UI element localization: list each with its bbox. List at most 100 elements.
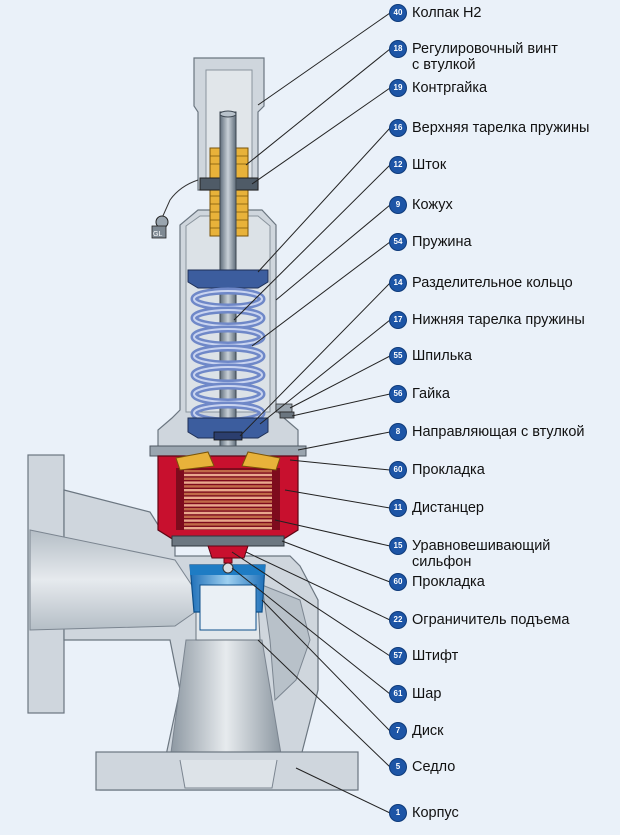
bellows-fold xyxy=(184,511,272,515)
leader-line xyxy=(295,767,391,814)
callout-label: Шар xyxy=(412,686,442,702)
callout: 60 Прокладка xyxy=(390,574,485,590)
callout-number-badge: 17 xyxy=(390,312,406,328)
callout-number-badge: 54 xyxy=(390,234,406,250)
callout-label: Седло xyxy=(412,759,456,775)
callout: 40 Колпак H2 xyxy=(390,5,481,21)
spring xyxy=(190,287,266,425)
bellows-fold xyxy=(184,519,272,522)
callout-label: Гайка xyxy=(412,386,450,402)
lift-stop xyxy=(207,545,249,559)
callout-label: Ограничитель подъема xyxy=(412,612,570,628)
callout-number-badge: 56 xyxy=(390,386,406,402)
callout-label: Уравновешивающий сильфон xyxy=(412,538,551,570)
callout-label: Пружина xyxy=(412,234,472,250)
callout: 61 Шар xyxy=(390,686,441,702)
bellows-fold xyxy=(184,481,272,484)
seal-tag-text: GL xyxy=(153,231,162,238)
callout: 9 Кожух xyxy=(390,197,453,213)
callout-label: Прокладка xyxy=(412,574,485,590)
callout-label: Разделительное кольцо xyxy=(412,275,573,291)
callout-label: Регулировочный винт с втулкой xyxy=(412,41,558,73)
callout-label: Штифт xyxy=(412,648,459,664)
callout-label: Диск xyxy=(412,723,444,739)
leader-line xyxy=(257,12,391,106)
leader-line xyxy=(257,127,391,273)
callout-label: Дистанцер xyxy=(412,500,484,516)
leader-line xyxy=(289,355,391,409)
bellows-fold xyxy=(184,504,272,507)
callout: 14 Разделительное кольцо xyxy=(390,275,573,291)
bellows-fold xyxy=(184,492,272,496)
bellows-fold xyxy=(184,477,272,480)
bellows-fold xyxy=(184,470,272,473)
leader-line xyxy=(231,551,391,657)
ball xyxy=(222,562,234,574)
callout: 18 Регулировочный винт с втулкой xyxy=(390,41,558,73)
leader-line xyxy=(251,241,391,347)
callout-number-badge: 60 xyxy=(390,574,406,590)
leader-line xyxy=(289,459,391,471)
upper-spring-plate xyxy=(187,269,269,289)
guide xyxy=(149,445,307,457)
bellows-fold xyxy=(184,527,272,530)
callout-label: Шток xyxy=(412,157,447,173)
leader-line xyxy=(239,282,391,437)
bellows-fold xyxy=(184,473,272,477)
nut xyxy=(279,411,295,419)
leader-line xyxy=(251,87,391,185)
callout-label: Шпилька xyxy=(412,348,472,364)
leader-line xyxy=(245,48,391,166)
leader-line xyxy=(297,431,391,451)
callout: 11 Дистанцер xyxy=(390,500,484,516)
callout-number-badge: 19 xyxy=(390,80,406,96)
callout-number-badge: 55 xyxy=(390,348,406,364)
callout: 22 Ограничитель подъема xyxy=(390,612,569,628)
callout-number-badge: 12 xyxy=(390,157,406,173)
leader-lines xyxy=(231,12,391,814)
callout-number-badge: 14 xyxy=(390,275,406,291)
callout-number-badge: 61 xyxy=(390,686,406,702)
callout: 19 Контргайка xyxy=(390,80,487,96)
leader-line xyxy=(281,540,391,583)
callout: 54 Пружина xyxy=(390,234,472,250)
callout-number-badge: 57 xyxy=(390,648,406,664)
callout-number-badge: 18 xyxy=(390,41,406,57)
callout-number-badge: 40 xyxy=(390,5,406,21)
leader-line xyxy=(257,639,391,768)
bellows-fold xyxy=(184,496,272,499)
callout-label: Кожух xyxy=(412,197,453,213)
leader-line xyxy=(233,164,391,321)
leader-line xyxy=(291,393,391,417)
bellows-fold xyxy=(184,515,272,518)
callout: 12 Шток xyxy=(390,157,446,173)
callout-number-badge: 11 xyxy=(390,500,406,516)
body-cavity xyxy=(261,584,311,702)
seal-tag: GL xyxy=(151,179,199,239)
callout-label: Контргайка xyxy=(412,80,488,96)
bellows-fold xyxy=(184,485,272,488)
bellows-fold xyxy=(184,508,272,511)
callout-number-badge: 1 xyxy=(390,805,406,821)
leader-line xyxy=(231,567,391,695)
callout-number-badge: 9 xyxy=(390,197,406,213)
separating-ring xyxy=(213,431,243,441)
disk-holder xyxy=(189,564,266,631)
callout-number-badge: 16 xyxy=(390,120,406,136)
leader-line xyxy=(284,489,391,509)
callout: 55 Шпилька xyxy=(390,348,472,364)
leader-line xyxy=(259,319,391,425)
callout-label: Колпак H2 xyxy=(412,5,482,21)
leader-line xyxy=(261,599,391,732)
callout-number-badge: 22 xyxy=(390,612,406,628)
leader-line xyxy=(245,551,391,621)
bellows-fold xyxy=(184,500,272,503)
balancing-bellows xyxy=(184,470,272,530)
